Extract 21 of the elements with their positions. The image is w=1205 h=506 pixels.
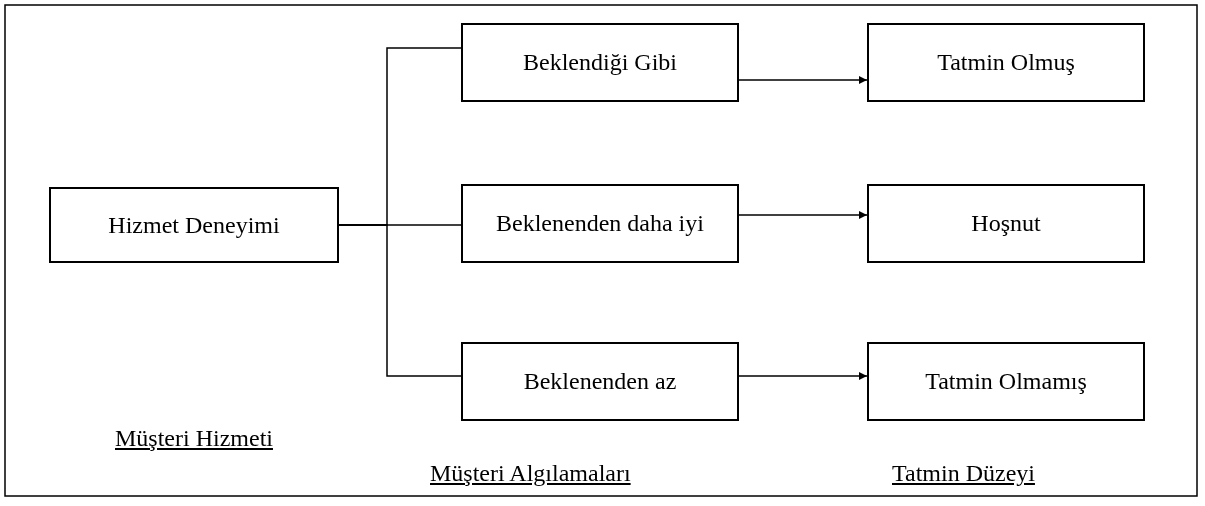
process-box: [461, 23, 739, 102]
process-box: [867, 342, 1145, 421]
process-box: [867, 184, 1145, 263]
arrow: [738, 372, 868, 380]
arrow: [738, 76, 868, 84]
box-label: Hizmet Deneyimi: [108, 211, 280, 239]
process-box: [867, 23, 1145, 102]
box-label: Beklendiği Gibi: [523, 49, 677, 76]
column-heading: Tatmin Düzeyi: [892, 460, 1035, 487]
process-box: [461, 342, 739, 421]
column-heading: Müşteri Algılamaları: [430, 460, 631, 487]
box-label: Beklenenden daha iyi: [496, 210, 704, 237]
box-label: Tatmin Olmamış: [925, 368, 1087, 395]
box-label: Beklenenden az: [523, 368, 677, 395]
column-heading: Müşteri Hizmeti: [115, 425, 273, 452]
box-label: Tatmin Olmuş: [937, 49, 1075, 76]
connector-line: [338, 224, 462, 377]
process-box: [49, 187, 339, 263]
box-label: Hoşnut: [971, 210, 1041, 237]
process-box: [461, 184, 739, 263]
arrow: [738, 211, 868, 219]
